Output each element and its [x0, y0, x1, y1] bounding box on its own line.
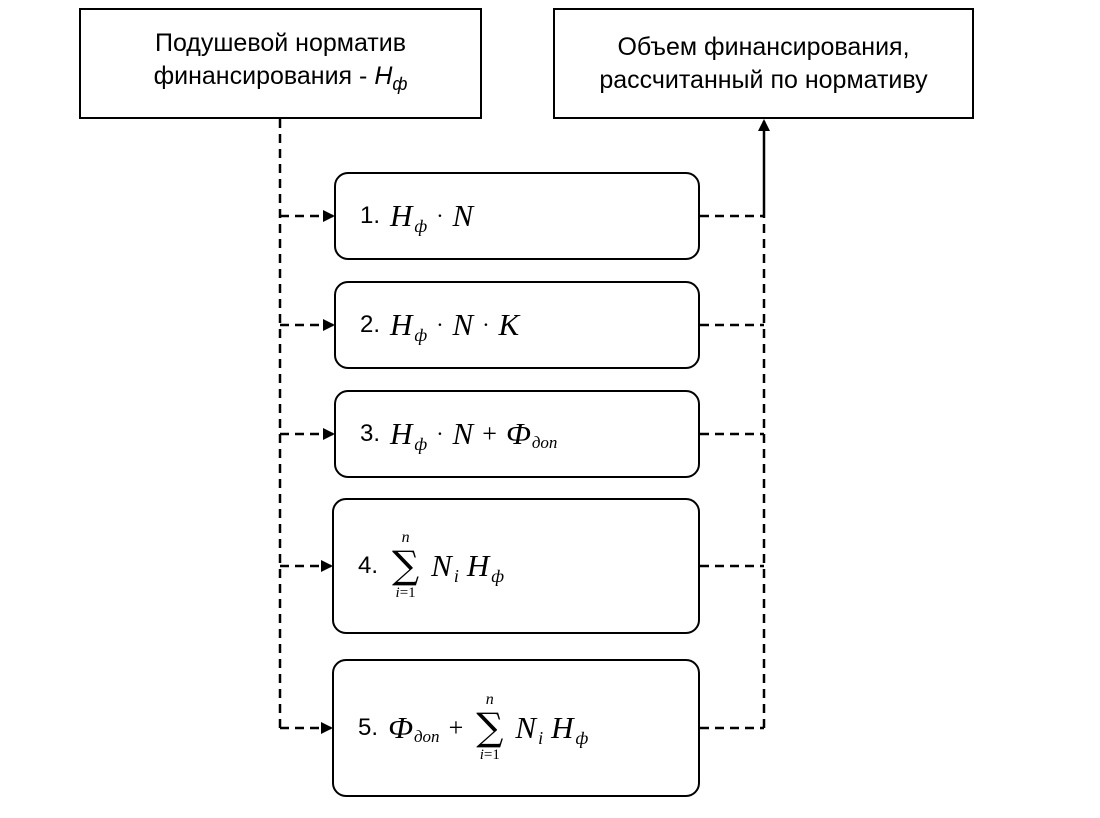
formula-2-h: H	[390, 307, 413, 342]
formula-5-plus: +	[448, 713, 464, 742]
formula-4-sum-index: i	[395, 585, 400, 601]
formula-4-sum-upper: n	[401, 529, 410, 546]
formula-3-dot: ·	[436, 421, 444, 446]
formula-4-number: 4.	[358, 552, 379, 579]
formula-5-h-sub: ф	[575, 727, 589, 748]
formula-4-h: H	[466, 548, 490, 583]
formula-2-dot-1: ·	[436, 312, 444, 337]
formula-5-number: 5.	[358, 714, 379, 741]
left-box-symbol: Hф	[374, 61, 407, 94]
left-box-line1: Подушевой норматив	[154, 28, 407, 57]
formula-3-h-sub: ф	[414, 433, 428, 454]
funding-volume-box: Объем финансирования, рассчитанный по но…	[553, 8, 974, 119]
formula-4-n-sub: i	[453, 565, 459, 586]
formula-3-h: H	[390, 416, 413, 451]
formula-5-sum-upper: n	[485, 691, 494, 708]
formula-2-n: N	[452, 307, 474, 342]
formula-1-h: H	[390, 198, 413, 233]
formula-1-h-sub: ф	[414, 215, 428, 236]
formula-3-plus: +	[482, 419, 497, 448]
formula-1-n: N	[452, 198, 474, 233]
right-box-line2: рассчитанный по нормативу	[599, 65, 928, 94]
formula-5-n-sub: i	[538, 727, 544, 748]
formula-3-phi-sub: доп	[531, 433, 558, 452]
formula-5-h: H	[551, 710, 574, 745]
formula-5-n: N	[515, 710, 537, 745]
formula-2-dot-2: ·	[482, 312, 490, 337]
formula-4-sum-eq: =	[399, 585, 409, 601]
formula-5-phi: Ф	[388, 710, 413, 745]
formula-3-phi: Ф	[505, 416, 531, 451]
formula-5-summation: n ∑ i=1	[476, 692, 503, 764]
left-box-line2-prefix: финансирования -	[153, 61, 375, 90]
left-box-symbol-sub: ф	[392, 73, 408, 94]
per-capita-standard-box: Подушевой норматив финансирования - Hф	[79, 8, 482, 119]
formula-2-h-sub: ф	[414, 324, 428, 345]
formula-4-sum-symbol: ∑	[392, 543, 420, 587]
formula-4-h-sub: ф	[491, 565, 505, 586]
formula-2-k: K	[498, 307, 520, 342]
formula-5-phi-sub: доп	[413, 727, 440, 746]
formula-4-n: N	[431, 548, 452, 583]
formula-5-sum-eq: =	[483, 747, 493, 763]
formula-5-sum-lower: i=1	[480, 746, 500, 764]
formula-4-sum-lower: i=1	[396, 584, 416, 602]
formula-2-number: 2.	[360, 311, 381, 338]
formula-4-summation: n ∑ i=1	[392, 530, 419, 602]
formula-1-dot: ·	[436, 203, 444, 228]
left-box-symbol-h: H	[374, 61, 393, 90]
formula-3-number: 3.	[360, 420, 381, 447]
formula-5-sum-start: 1	[492, 747, 500, 763]
formula-3-n: N	[452, 416, 474, 451]
left-box-line2: финансирования - Hф	[154, 60, 408, 101]
right-box-line1: Объем финансирования,	[617, 32, 910, 61]
formula-5-sum-symbol: ∑	[476, 705, 504, 749]
formula-5-sum-index: i	[479, 747, 484, 763]
formula-4-sum-start: 1	[408, 585, 416, 601]
formula-1-number: 1.	[360, 202, 381, 229]
